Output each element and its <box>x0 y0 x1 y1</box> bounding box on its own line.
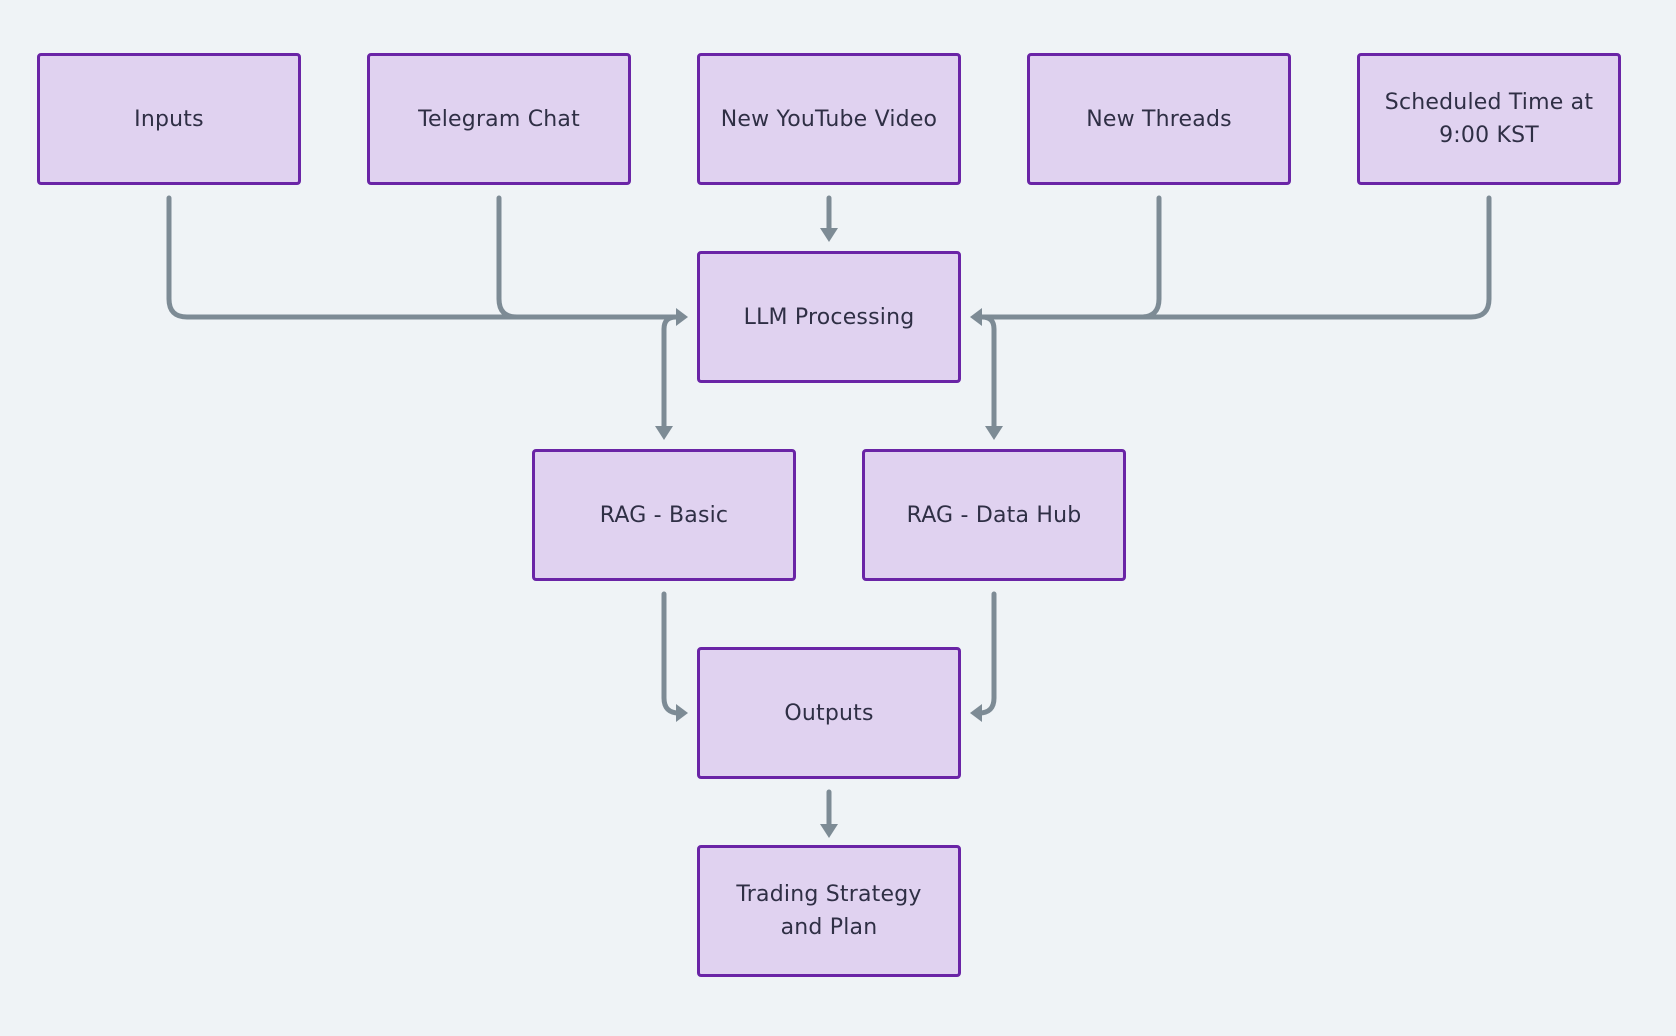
node-telegram-chat-label: Telegram Chat <box>418 106 580 132</box>
node-new-threads-label: New Threads <box>1086 106 1232 132</box>
edge-threads-to-llm <box>979 195 1162 320</box>
node-new-youtube-video: New YouTube Video <box>697 53 961 185</box>
node-scheduled-time-label: Scheduled Time at 9:00 KST <box>1384 90 1594 148</box>
node-inputs-label: Inputs <box>134 106 204 132</box>
node-rag-data-hub-label: RAG - Data Hub <box>906 502 1082 528</box>
node-scheduled-time: Scheduled Time at 9:00 KST <box>1357 53 1621 185</box>
arrowhead-outputs-to-plan <box>820 824 838 838</box>
arrowhead-rag-basic-to-outputs <box>676 704 688 722</box>
edge-rag-basic-to-outputs <box>661 591 682 716</box>
edge-llm-to-rag-basic <box>661 314 679 429</box>
node-trading-strategy-and-plan: Trading Strategy and Plan <box>697 845 961 977</box>
node-telegram-chat: Telegram Chat <box>367 53 631 185</box>
node-inputs: Inputs <box>37 53 301 185</box>
node-llm-processing: LLM Processing <box>697 251 961 383</box>
node-outputs: Outputs <box>697 647 961 779</box>
edge-llm-to-rag-hub <box>979 314 997 429</box>
arrowhead-llm-to-rag-basic <box>655 426 673 440</box>
arrowhead-llm-to-rag-hub <box>985 426 1003 440</box>
node-rag-basic-label: RAG - Basic <box>599 502 729 528</box>
node-outputs-label: Outputs <box>784 700 874 726</box>
node-rag-data-hub: RAG - Data Hub <box>862 449 1126 581</box>
arrowhead-threads-schedule-to-llm <box>970 308 982 326</box>
edge-telegram-to-llm <box>496 195 679 320</box>
edge-inputs-to-llm <box>166 195 679 320</box>
node-new-threads: New Threads <box>1027 53 1291 185</box>
edge-schedule-to-llm <box>979 195 1492 320</box>
node-llm-processing-label: LLM Processing <box>743 304 915 330</box>
node-trading-strategy-and-plan-label: Trading Strategy and Plan <box>736 882 922 940</box>
edge-rag-hub-to-outputs <box>976 591 997 716</box>
node-rag-basic: RAG - Basic <box>532 449 796 581</box>
arrowhead-rag-hub-to-outputs <box>970 704 982 722</box>
node-new-youtube-video-label: New YouTube Video <box>720 106 938 132</box>
arrowhead-youtube-to-llm <box>820 228 838 242</box>
arrowhead-inputs-to-llm <box>676 308 688 326</box>
